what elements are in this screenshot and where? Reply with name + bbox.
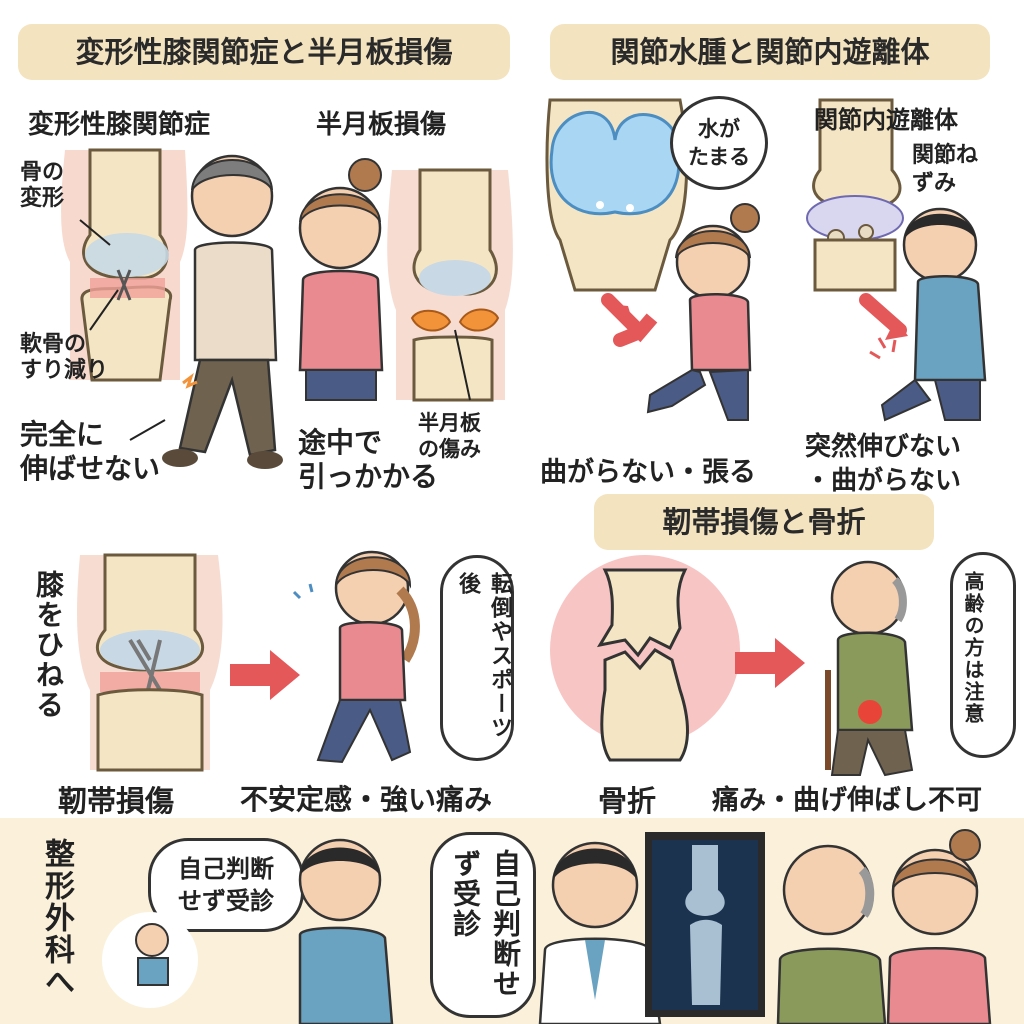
bone-knee-icon: [77, 553, 223, 772]
loose-heading: 関節内遊離体: [814, 106, 958, 134]
bottom-bubble-left-text: 自己判断 せず受診: [178, 855, 274, 915]
title-effusion-loose: 関節水腫と関節内遊離体: [550, 24, 990, 80]
loose-label-mouse: 関節ね ずみ: [912, 143, 979, 196]
person-icon: [646, 203, 760, 421]
arrow-right-icon: [735, 638, 805, 688]
pain-spark-icon: [869, 337, 897, 360]
oa-label-cartilage: 軟骨の すり減り: [20, 332, 109, 383]
bottom-bubble-mid-text: 自己判断せず受診: [449, 849, 522, 999]
bottom-bubble-left: 自己判断 せず受診: [148, 838, 304, 932]
fracture-bubble-text: 高齢の方は注意: [961, 571, 985, 725]
fracture-bubble: 高齢の方は注意: [950, 552, 1016, 758]
title-ligament-fracture: 靭帯損傷と骨折: [594, 494, 934, 550]
ligament-bubble: 転倒やスポーツ後: [440, 555, 514, 761]
effusion-bubble-text: 水が たまる: [687, 117, 751, 169]
meniscus-label-damage: 半月板 の傷み: [418, 411, 481, 461]
ligament-bubble-text: 転倒やスポーツ後: [455, 572, 512, 740]
effusion-symptom: 曲がらない・張る: [540, 457, 756, 488]
person-icon: [292, 550, 420, 764]
fracture-caption: 骨折: [598, 784, 657, 818]
pain-spark-icon: [858, 700, 882, 724]
arrow-right-icon: [859, 293, 907, 337]
arrow-right-icon: [230, 650, 300, 700]
bone-knee-icon: [596, 568, 689, 762]
bone-knee-icon: [545, 98, 689, 292]
oa-heading: 変形性膝関節症: [28, 110, 211, 140]
bottom-label-ortho: 整形外科へ: [39, 838, 74, 998]
meniscus-symptom: 途中で 引っかかる: [298, 426, 439, 493]
oa-label-bone: 骨の 変形: [20, 160, 65, 211]
bone-knee-icon: [387, 168, 513, 402]
person-icon: [298, 158, 384, 401]
bottom-bubble-mid: 自己判断せず受診: [430, 832, 536, 1018]
meniscus-heading: 半月板損傷: [316, 110, 447, 140]
oa-symptom: 完全に 伸ばせない: [20, 418, 161, 485]
ligament-caption-injury: 靭帯損傷: [58, 784, 175, 818]
person-icon: [825, 560, 914, 777]
effusion-bubble: 水が たまる: [670, 96, 768, 190]
title-oa-meniscus: 変形性膝関節症と半月板損傷: [18, 24, 510, 80]
ligament-label-twist: 膝をひねる: [32, 570, 65, 720]
person-icon: [162, 154, 283, 469]
arrow-right-icon: [601, 293, 658, 347]
fracture-caption-symptom: 痛み・曲げ伸ばし不可: [712, 785, 982, 816]
loose-symptom: 突然伸びない ・曲がらない: [805, 432, 962, 496]
ligament-caption-symptom: 不安定感・強い痛み: [240, 783, 493, 816]
person-icon: [869, 207, 987, 422]
